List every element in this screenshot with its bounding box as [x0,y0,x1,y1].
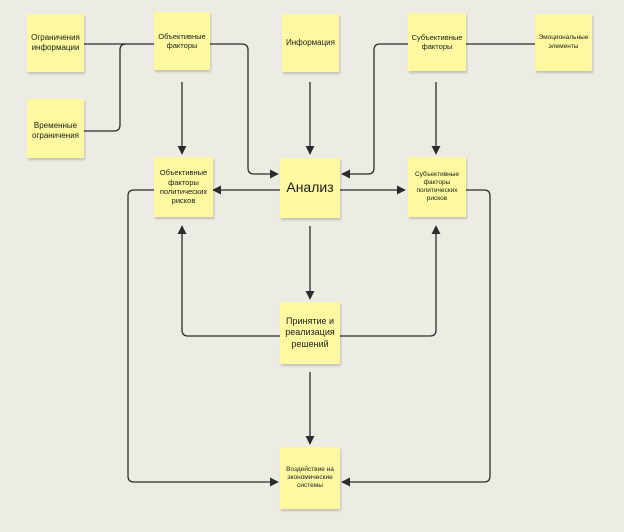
edge-subjrisks-economic [341,189,491,487]
note-economic-impact-label: Воздействие на экономические системы [286,465,334,490]
note-emotional-elements[interactable]: Эмоциональные элементы [535,14,592,71]
note-objective-political-risks[interactable]: Объективные факторы политических рисков [154,157,213,217]
note-economic-impact[interactable]: Воздействие на экономические системы [280,447,340,509]
edge-objrisks-economic [127,189,279,487]
note-subjective-political-risks[interactable]: Субъективные факторы политических рисков [408,157,466,217]
note-subjective-factors[interactable]: Субъективные факторы [408,13,466,71]
note-information-label: Информация [286,38,335,47]
edge-decision-subjrisks [340,225,441,337]
note-subjective-factors-label: Субъективные факторы [411,32,463,51]
note-info-limits-label: Ограничения информации [31,33,80,52]
edge-time-limits-objective [84,43,127,132]
edge-subjective-analysis [341,43,408,179]
note-emotional-elements-label: Эмоциональные элементы [538,34,589,50]
note-information[interactable]: Информация [282,14,339,72]
note-time-limits-label: Временные ограничения [32,121,79,140]
note-time-limits[interactable]: Временные ограничения [27,99,84,158]
edge-decision-objrisks [177,225,280,337]
note-objective-factors[interactable]: Объективные факторы [154,12,210,70]
note-decision[interactable]: Принятие и реализация решений [280,302,340,364]
note-objective-factors-label: Объективные факторы [158,32,206,51]
note-subjective-political-risks-label: Субъективные факторы политических рисков [414,170,460,203]
note-analysis[interactable]: Анализ [280,158,340,218]
note-analysis-label: Анализ [286,179,334,196]
edge-objective-analysis [210,43,279,179]
note-info-limits[interactable]: Ограничения информации [27,14,84,72]
note-decision-label: Принятие и реализация решений [285,316,335,349]
note-objective-political-risks-label: Объективные факторы политических рисков [159,168,208,206]
